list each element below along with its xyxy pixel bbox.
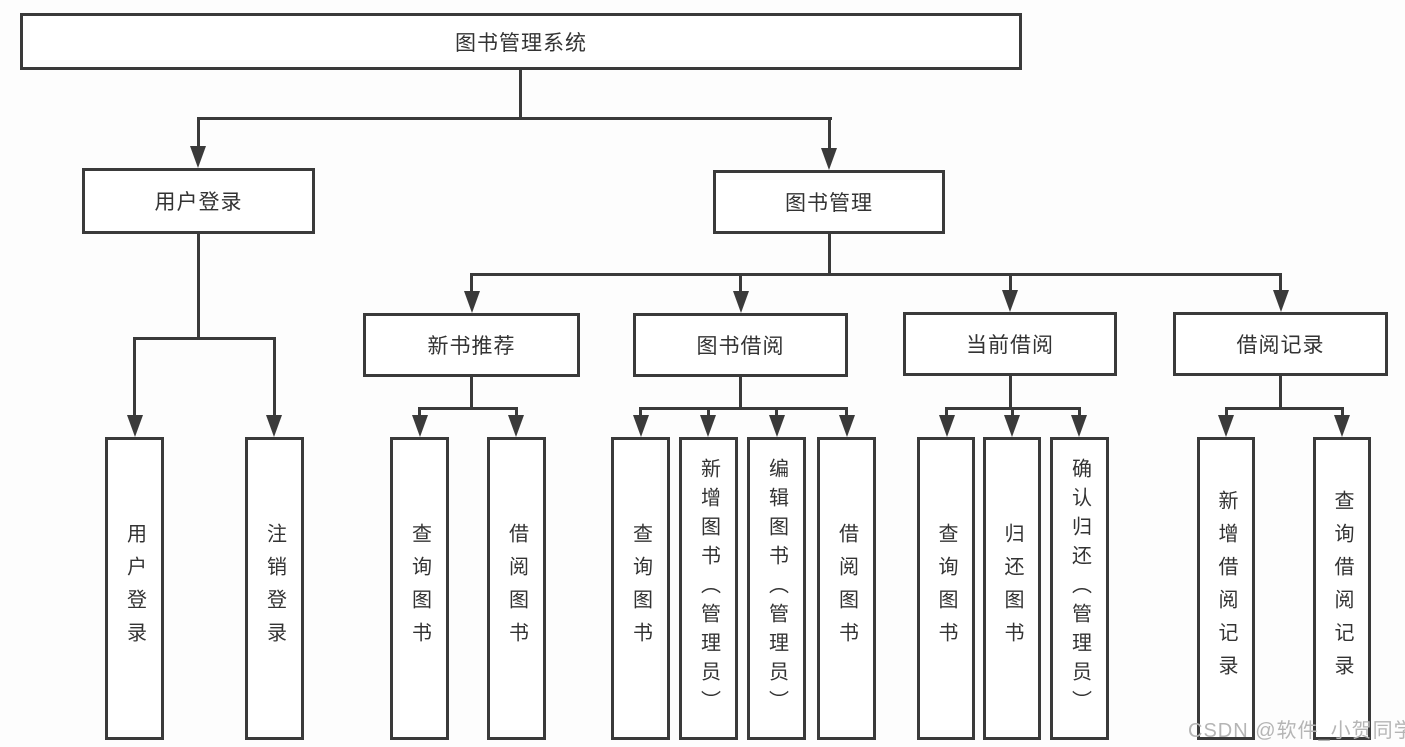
leaf-label: 查询借阅记录	[1331, 489, 1353, 688]
leaf-confirm-return-admin: 确认归还（管理员）	[1050, 437, 1109, 740]
connector-vline	[739, 273, 742, 293]
leaf-label: 归还图书	[1001, 522, 1023, 655]
node-user-login: 用户登录	[82, 168, 315, 234]
leaf-label: 新增借阅记录	[1215, 489, 1237, 688]
connector-vline	[1225, 407, 1228, 417]
leaf-label: 查询图书	[408, 522, 431, 655]
connector-vline	[845, 407, 848, 417]
connector-vline	[945, 407, 948, 417]
connector-vline	[1279, 273, 1282, 292]
connector-vline	[1078, 407, 1081, 417]
arrowhead-down-icon	[1273, 290, 1289, 312]
leaf-borrow-books: 借阅图书	[817, 437, 876, 740]
arrowhead-down-icon	[939, 415, 955, 437]
leaf-edit-book-admin: 编辑图书（管理员）	[747, 437, 806, 740]
connector-hline	[418, 407, 518, 410]
connector-hline	[639, 407, 848, 410]
leaf-label: 注销登录	[263, 522, 286, 655]
node-label: 用户登录	[154, 191, 243, 214]
connector-vline	[739, 376, 742, 409]
arrowhead-down-icon	[1002, 290, 1018, 312]
leaf-label: 查询图书	[935, 522, 957, 655]
arrowhead-down-icon	[821, 148, 837, 170]
arrowhead-down-icon	[1218, 415, 1234, 437]
node-borrow-records: 借阅记录	[1173, 312, 1388, 376]
leaf-label: 借阅图书	[505, 522, 528, 655]
connector-hline	[133, 337, 276, 340]
connector-vline	[470, 376, 473, 409]
connector-vline	[1009, 375, 1012, 409]
connector-vline	[197, 117, 200, 150]
node-new-book-recommend: 新书推荐	[363, 313, 580, 377]
connector-vline	[1011, 407, 1014, 417]
arrowhead-down-icon	[127, 415, 143, 437]
connector-vline	[1009, 273, 1012, 292]
node-library-system: 图书管理系统	[20, 13, 1022, 70]
node-label: 图书管理	[785, 192, 873, 215]
node-current-borrow: 当前借阅	[903, 312, 1117, 376]
connector-vline	[828, 232, 831, 276]
arrowhead-down-icon	[633, 415, 649, 437]
connector-hline	[197, 117, 832, 120]
leaf-label: 用户登录	[123, 522, 146, 655]
arrowhead-down-icon	[769, 415, 785, 437]
node-label: 图书借阅	[696, 335, 785, 358]
csdn-watermark: CSDN @软件_小贺同学	[1188, 720, 1405, 742]
leaf-logout: 注销登录	[245, 437, 304, 740]
leaf-label: 确认归还（管理员）	[1068, 458, 1091, 719]
connector-vline	[1279, 375, 1282, 409]
connector-hline	[1225, 407, 1344, 410]
connector-vline	[418, 407, 421, 417]
connector-vline	[707, 407, 710, 417]
arrowhead-down-icon	[1071, 415, 1087, 437]
leaf-label: 借阅图书	[835, 522, 858, 655]
node-label: 借阅记录	[1236, 334, 1325, 357]
node-book-borrow: 图书借阅	[633, 313, 848, 377]
arrowhead-down-icon	[266, 415, 282, 437]
connector-vline	[828, 117, 831, 150]
arrowhead-down-icon	[412, 415, 428, 437]
connector-vline	[197, 233, 200, 339]
connector-vline	[775, 407, 778, 417]
connector-vline	[470, 273, 473, 293]
arrowhead-down-icon	[700, 415, 716, 437]
connector-vline	[273, 337, 276, 417]
leaf-query-borrow-record: 查询借阅记录	[1313, 437, 1371, 740]
leaf-query-books-recommend: 查询图书	[390, 437, 449, 740]
node-label: 当前借阅	[966, 334, 1054, 357]
leaf-label: 编辑图书（管理员）	[765, 458, 788, 719]
arrowhead-down-icon	[1004, 415, 1020, 437]
leaf-label: 查询图书	[629, 522, 652, 655]
leaf-borrow-books-recommend: 借阅图书	[487, 437, 546, 740]
leaf-query-books-current: 查询图书	[917, 437, 975, 740]
leaf-label: 新增图书（管理员）	[697, 458, 720, 719]
node-label: 新书推荐	[427, 335, 516, 358]
leaf-add-borrow-record: 新增借阅记录	[1197, 437, 1255, 740]
arrowhead-down-icon	[839, 415, 855, 437]
leaf-user-login: 用户登录	[105, 437, 164, 740]
node-label: 图书管理系统	[455, 31, 587, 55]
node-book-management: 图书管理	[713, 170, 945, 234]
connector-vline	[515, 407, 518, 417]
connector-vline	[639, 407, 642, 417]
connector-vline	[1341, 407, 1344, 417]
leaf-return-book: 归还图书	[983, 437, 1041, 740]
arrowhead-down-icon	[508, 415, 524, 437]
arrowhead-down-icon	[464, 291, 480, 313]
arrowhead-down-icon	[733, 291, 749, 313]
arrowhead-down-icon	[1334, 415, 1350, 437]
arrowhead-down-icon	[190, 146, 206, 168]
connector-hline	[470, 273, 1282, 276]
connector-vline	[519, 68, 522, 119]
leaf-add-book-admin: 新增图书（管理员）	[679, 437, 738, 740]
leaf-query-books-borrow: 查询图书	[611, 437, 670, 740]
connector-vline	[133, 337, 136, 417]
